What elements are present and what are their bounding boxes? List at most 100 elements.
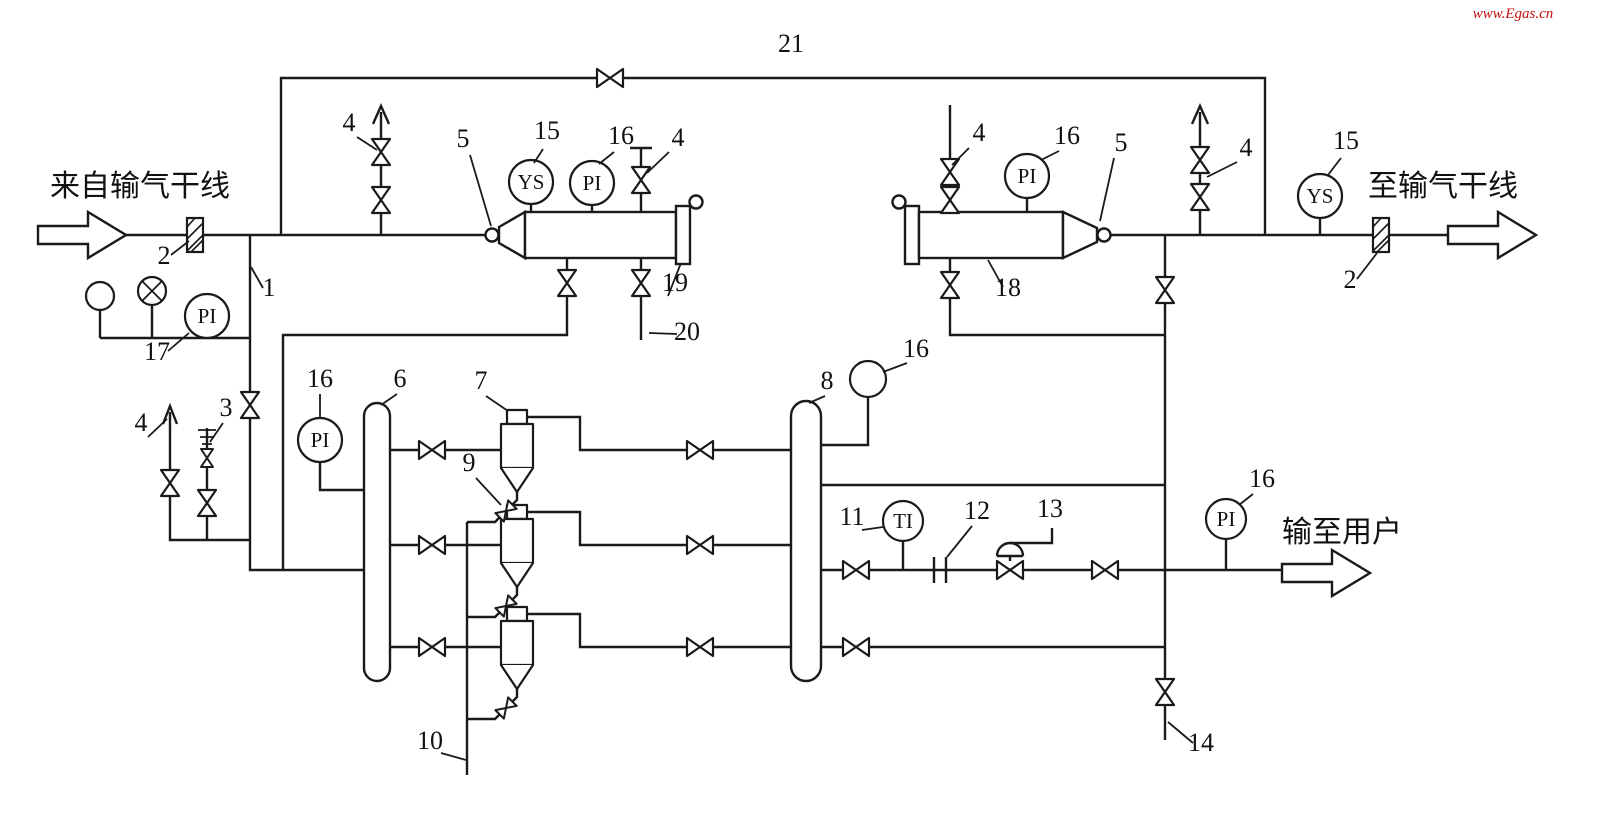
callout-3: 3 [220,393,233,422]
gauge-pi-launcher: PI [568,159,616,207]
callout-21: 21 [778,29,804,58]
callout-4-main-vent: 4 [343,108,356,137]
valves [159,67,1211,720]
callout-4-receiver-vent: 4 [973,118,986,147]
valve-main-vent-lower [370,185,392,215]
to-user-label: 输至用户 [1282,516,1402,549]
valve-launcher-vent [630,165,652,195]
valve-right-riser [1154,275,1176,305]
gauge-ys-outlet: YS [1296,172,1344,220]
gauge-pi-inlet-17: PI [84,275,231,340]
callout-4-right-vent: 4 [1240,133,1253,162]
valve-header8-inlet-1 [685,439,715,461]
pressure-gauge-icon [84,280,116,312]
pi-header6-tag: PI [311,428,330,452]
valve-receiver-vent-upper [939,157,961,187]
valve-relief-isolation [196,488,218,518]
receiver-closure-hinge [891,194,907,210]
callout-1: 1 [263,273,276,302]
relief-spring-ticks [198,429,216,445]
callout-12: 12 [964,496,990,525]
callout-7: 7 [475,366,488,395]
flow-arrows [36,209,1539,599]
outlet-label: 至输气干线 [1368,170,1518,203]
callout-16-header6: 16 [307,364,333,393]
cyclone-separator-3 [499,605,535,691]
inlet-flow-arrow [36,209,129,261]
pi-circle-icon [1003,152,1051,200]
gauge-pi-receiver: PI [1003,152,1051,200]
valve-right-vent-upper [1189,145,1211,175]
control-valve-dome [995,541,1025,557]
to-user-flow-arrow [1280,547,1373,599]
callout-4-relief-vent: 4 [135,408,148,437]
pi-circle-icon [1204,497,1248,541]
pig-launcher [484,194,704,266]
insulating-joint-inlet [185,216,205,254]
valve-receiver-vent-lower [939,185,961,215]
launcher-barrel [523,210,678,260]
valve-main-vent-upper [370,137,392,167]
gauge-pi-header6: PI [296,416,344,464]
instruments: YS PI PI PI TI PI YS [84,152,1344,543]
valve-header8-inlet-3 [685,636,715,658]
outlet-flow-arrow [1446,209,1539,261]
callout-16-header8: 16 [903,334,929,363]
launcher-end-closure [674,204,692,266]
flow-labels: 来自输气干线 至输气干线 输至用户 [50,170,1518,549]
launcher-nose-circle [484,227,500,243]
callout-5-launcher: 5 [457,124,470,153]
receiver-reducer-cone [1061,210,1099,260]
valve-user-line-1 [841,559,871,581]
receiver-barrel [917,210,1065,260]
callout-20: 20 [674,317,700,346]
safety-relief-valve-3 [200,448,214,468]
callout-2-outlet: 2 [1344,265,1357,294]
valve-receiver-drain [939,270,961,300]
callout-8: 8 [821,366,834,395]
launcher-drain-lines [281,204,643,570]
callout-14: 14 [1188,728,1214,757]
valve-bypass-21 [595,67,625,89]
callout-16-user: 16 [1249,464,1275,493]
callout-2-inlet: 2 [158,241,171,270]
valve-right-vent-lower [1189,182,1211,212]
vent-arrowheads [161,103,1210,425]
bypass-loop-21 [279,76,1267,235]
inlet-header-6 [362,401,392,683]
pi-inlet-tag: PI [198,304,217,328]
callout-19: 19 [662,268,688,297]
callout-18: 18 [995,273,1021,302]
inlet-riser-line-1 [98,235,364,572]
gauge-header8-circle-icon [848,359,888,399]
pi-launcher-tag: PI [583,171,602,195]
callout-16-launcher: 16 [608,121,634,150]
watermark-text: www.Egas.cn [1473,6,1554,22]
launcher-reducer-cone [497,209,527,261]
right-riser-lines [948,198,1322,740]
receiver-end-closure [903,204,921,266]
valve-line-1 [239,390,261,420]
ys-circle-icon [507,158,555,206]
outlet-header-8 [789,399,823,683]
piping-lines [98,76,1448,775]
gauge-ti-user-line: TI [881,499,925,543]
pi-user-tag: PI [1217,507,1236,531]
cyclone-separator-1 [499,408,535,494]
crossed-gauge-x [141,280,163,302]
launcher-closure-hinge [688,194,704,210]
valve-header6-branch-1 [417,439,447,461]
valve-blowdown-20 [630,268,652,298]
user-line-fittings [901,528,1228,583]
callout-4-launcher-vent: 4 [672,123,685,152]
callout-15-launcher: 15 [534,116,560,145]
pi-circle-icon [296,416,344,464]
header8-outlet-lines [821,397,1282,649]
pi-circle-icon [183,292,231,340]
callout-9: 9 [463,448,476,477]
gauge-pi-user-line: PI [1204,497,1248,541]
callout-13: 13 [1037,494,1063,523]
valve-user-line-2 [1090,559,1120,581]
gauge-ys-launcher: YS [507,158,555,206]
